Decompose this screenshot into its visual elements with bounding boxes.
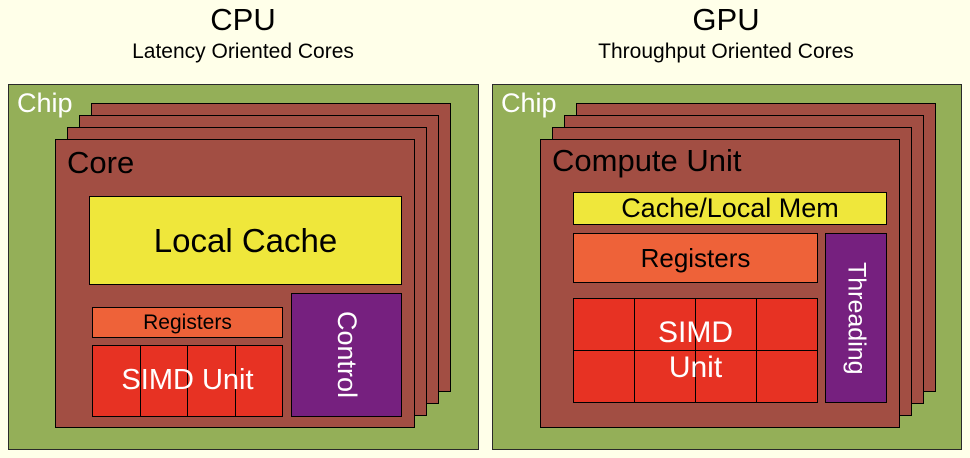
gpu-registers-box: Registers <box>573 233 818 283</box>
simd-cell <box>696 351 756 402</box>
cpu-subtitle: Latency Oriented Cores <box>132 40 354 63</box>
cache-local-mem-box: Cache/Local Mem <box>573 192 887 225</box>
control-label: Control <box>332 311 362 399</box>
threading-box: Threading <box>825 233 887 403</box>
simd-cell <box>93 346 140 416</box>
cache-local-mem-label: Cache/Local Mem <box>621 193 839 223</box>
simd-cell <box>635 299 695 350</box>
gpu-chip-label: Chip <box>501 88 557 118</box>
cpu-simd-unit-box: SIMD Unit <box>92 345 283 417</box>
cpu-registers-label: Registers <box>143 310 232 334</box>
simd-cell <box>757 299 817 350</box>
simd-cell <box>696 299 756 350</box>
gpu-simd-unit-box: SIMD Unit <box>573 298 818 403</box>
gpu-cu-front: Compute Unit Cache/Local Mem Registers S… <box>540 139 900 428</box>
local-cache-box: Local Cache <box>89 196 402 285</box>
simd-cell <box>757 351 817 402</box>
gpu-subtitle: Throughput Oriented Cores <box>598 40 854 63</box>
core-label: Core <box>67 145 135 180</box>
threading-label: Threading <box>842 261 871 375</box>
simd-cell <box>574 351 634 402</box>
simd-cell <box>235 346 282 416</box>
cpu-registers-box: Registers <box>92 307 283 338</box>
gpu-title: GPU <box>692 2 760 37</box>
cpu-chip-label: Chip <box>17 88 73 118</box>
control-box: Control <box>291 293 402 417</box>
simd-cell <box>635 351 695 402</box>
simd-cell <box>188 346 235 416</box>
cpu-title: CPU <box>210 2 276 37</box>
simd-cell <box>574 299 634 350</box>
compute-unit-label: Compute Unit <box>552 143 742 178</box>
cpu-core-front: Core Local Cache Registers SIMD Unit Con… <box>55 139 415 428</box>
gpu-registers-label: Registers <box>640 242 751 273</box>
local-cache-label: Local Cache <box>153 221 338 259</box>
simd-cell <box>140 346 187 416</box>
